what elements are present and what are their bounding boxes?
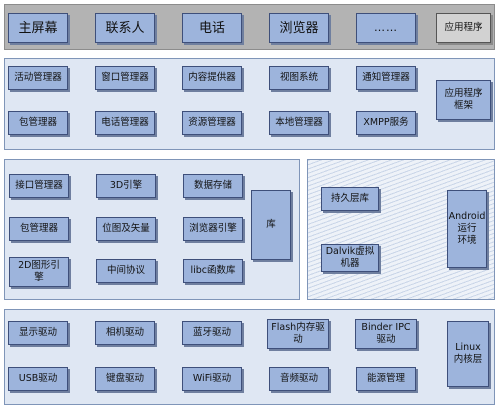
lib-middleware-protocol: 中间协议 — [96, 259, 156, 283]
app-contacts-label: 联系人 — [105, 20, 145, 36]
app-phone-label: 电话 — [198, 20, 225, 36]
fw-resource-manager-label: 资源管理器 — [188, 117, 236, 128]
lib-libc: libc函数库 — [183, 259, 243, 283]
applications-layer-label: 应用程序 — [436, 13, 491, 43]
application-framework-layer — [4, 58, 495, 150]
fw-view-system: 视图系统 — [269, 66, 329, 90]
fw-activity-manager-label: 活动管理器 — [14, 72, 62, 83]
kn-audio-driver-label: 音频驱动 — [279, 373, 318, 384]
fw-xmpp-service-label: XMPP服务 — [363, 117, 409, 128]
lib-2d-graphics-engine-label: 2D图形引 擎 — [18, 260, 60, 283]
kn-camera-driver: 相机驱动 — [95, 321, 155, 345]
kn-power-management-label: 能源管理 — [366, 373, 405, 384]
kn-bluetooth-driver: 蓝牙驱动 — [182, 321, 242, 345]
lib-libc-label: libc函数库 — [190, 265, 236, 276]
fw-window-manager: 窗口管理器 — [95, 66, 155, 90]
fw-local-manager-label: 本地管理器 — [275, 117, 323, 128]
kn-wifi-driver-label: WiFi驱动 — [192, 373, 232, 384]
fw-view-system-label: 视图系统 — [279, 72, 318, 83]
kn-display-driver-label: 显示驱动 — [18, 327, 57, 338]
kn-power-management: 能源管理 — [356, 367, 416, 391]
rt-persistence-library-label: 持久层库 — [330, 193, 369, 204]
fw-package-manager-label: 包管理器 — [18, 117, 57, 128]
fw-window-manager-label: 窗口管理器 — [101, 72, 149, 83]
kn-keyboard-driver: 键盘驱动 — [95, 367, 155, 391]
kn-binder-ipc-driver: Binder IPC 驱动 — [355, 319, 417, 349]
fw-xmpp-service: XMPP服务 — [356, 111, 416, 135]
kn-flash-memory-driver-label: Flash内存驱 动 — [271, 322, 325, 345]
linux-kernel-layer — [4, 309, 495, 405]
app-browser: 浏览器 — [269, 13, 329, 43]
kernel-layer-label: Linux 内核层 — [447, 321, 489, 387]
fw-content-provider-label: 内容提供器 — [188, 72, 236, 83]
fw-telephony-manager-label: 电话管理器 — [101, 117, 149, 128]
kn-binder-ipc-driver-label: Binder IPC 驱动 — [361, 322, 411, 345]
lib-data-storage-label: 数据存储 — [193, 180, 232, 191]
runtime-layer-label: Android 运行 环境 — [447, 190, 487, 268]
lib-browser-engine-label: 浏览器引擎 — [189, 223, 237, 234]
lib-2d-graphics-engine: 2D图形引 擎 — [9, 257, 69, 287]
lib-middleware-protocol-label: 中间协议 — [106, 265, 145, 276]
fw-notification-manager: 通知管理器 — [356, 66, 416, 90]
fw-local-manager: 本地管理器 — [269, 111, 329, 135]
lib-3d-engine-label: 3D引擎 — [109, 180, 143, 191]
app-more: …… — [356, 13, 416, 43]
runtime-layer-label-text: Android 运行 环境 — [448, 211, 486, 246]
libraries-layer-label-text: 库 — [266, 219, 276, 230]
kernel-layer-label-text: Linux 内核层 — [453, 342, 483, 365]
app-home-screen-label: 主屏幕 — [18, 20, 58, 36]
fw-content-provider: 内容提供器 — [182, 66, 242, 90]
app-home-screen: 主屏幕 — [8, 13, 68, 43]
lib-interface-manager-label: 接口管理器 — [15, 180, 63, 191]
fw-package-manager: 包管理器 — [8, 111, 68, 135]
app-phone: 电话 — [182, 13, 242, 43]
fw-notification-manager-label: 通知管理器 — [362, 72, 410, 83]
framework-layer-label: 应用程序 框架 — [436, 80, 491, 120]
kn-usb-driver: USB驱动 — [8, 367, 68, 391]
rt-persistence-library: 持久层库 — [321, 187, 379, 211]
kn-flash-memory-driver: Flash内存驱 动 — [267, 319, 329, 349]
lib-interface-manager: 接口管理器 — [9, 174, 69, 198]
fw-resource-manager: 资源管理器 — [182, 111, 242, 135]
lib-3d-engine: 3D引擎 — [96, 174, 156, 198]
fw-telephony-manager: 电话管理器 — [95, 111, 155, 135]
fw-activity-manager: 活动管理器 — [8, 66, 68, 90]
kn-bluetooth-driver-label: 蓝牙驱动 — [192, 327, 231, 338]
lib-bitmap-vector-label: 位图及矢量 — [102, 223, 150, 234]
lib-package-manager: 包管理器 — [9, 217, 69, 241]
framework-layer-label-text: 应用程序 框架 — [444, 88, 483, 111]
rt-dalvik-vm-label: Dalvik虚拟 机器 — [325, 246, 375, 269]
kn-wifi-driver: WiFi驱动 — [182, 367, 242, 391]
app-browser-label: 浏览器 — [279, 20, 319, 36]
kn-usb-driver-label: USB驱动 — [18, 373, 58, 384]
lib-browser-engine: 浏览器引擎 — [183, 217, 243, 241]
kn-keyboard-driver-label: 键盘驱动 — [105, 373, 144, 384]
lib-bitmap-vector: 位图及矢量 — [96, 217, 156, 241]
application-layer — [4, 4, 495, 50]
libraries-layer-label: 库 — [251, 190, 291, 260]
applications-layer-label-text: 应用程序 — [444, 22, 483, 33]
app-more-label: …… — [374, 21, 398, 34]
kn-camera-driver-label: 相机驱动 — [105, 327, 144, 338]
app-contacts: 联系人 — [95, 13, 155, 43]
lib-package-manager-label: 包管理器 — [19, 223, 58, 234]
lib-data-storage: 数据存储 — [183, 174, 243, 198]
kn-audio-driver: 音频驱动 — [269, 367, 329, 391]
kn-display-driver: 显示驱动 — [8, 321, 68, 345]
rt-dalvik-vm: Dalvik虚拟 机器 — [321, 244, 379, 272]
